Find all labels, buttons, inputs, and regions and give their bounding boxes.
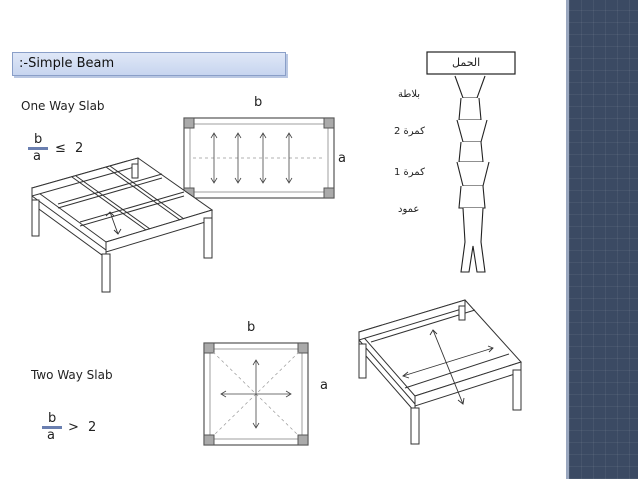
two-way-ratio-numerator: b [48, 411, 57, 426]
two-way-plan-a-label: a [320, 378, 328, 393]
one-way-value: 2 [75, 141, 84, 156]
two-way-plan-diagram [203, 342, 309, 446]
one-way-slab-label: One Way Slab [21, 99, 105, 113]
two-way-fraction-bar [42, 426, 62, 429]
two-way-isometric-frame [358, 299, 522, 445]
section-heading: :-Simple Beam [19, 56, 115, 71]
two-way-plan-b-label: b [247, 320, 256, 335]
one-way-isometric-frame [30, 157, 214, 293]
one-way-operator: ≤ [55, 141, 66, 156]
one-way-ratio-denominator: a [33, 149, 41, 164]
beam-1-label: كمرة 1 [394, 167, 425, 178]
one-way-ratio-numerator: b [34, 132, 43, 147]
side-panel [569, 0, 638, 479]
one-way-plan-a-label: a [338, 151, 346, 166]
one-way-plan-b-label: b [254, 95, 263, 110]
section-heading-box: :-Simple Beam [12, 52, 286, 76]
load-label: الحمل [452, 56, 481, 69]
load-path-human-tower [426, 51, 516, 273]
two-way-operator: > [68, 420, 79, 435]
two-way-value: 2 [88, 420, 97, 435]
two-way-ratio-denominator: a [47, 428, 55, 443]
slab-label: بلاطة [398, 89, 421, 100]
beam-2-label: كمرة 2 [394, 126, 425, 137]
one-way-plan-diagram [183, 117, 335, 199]
column-label: عمود [398, 204, 420, 215]
two-way-slab-label: Two Way Slab [31, 368, 113, 382]
one-way-fraction-bar [28, 147, 48, 150]
sidebar-divider [566, 0, 569, 479]
